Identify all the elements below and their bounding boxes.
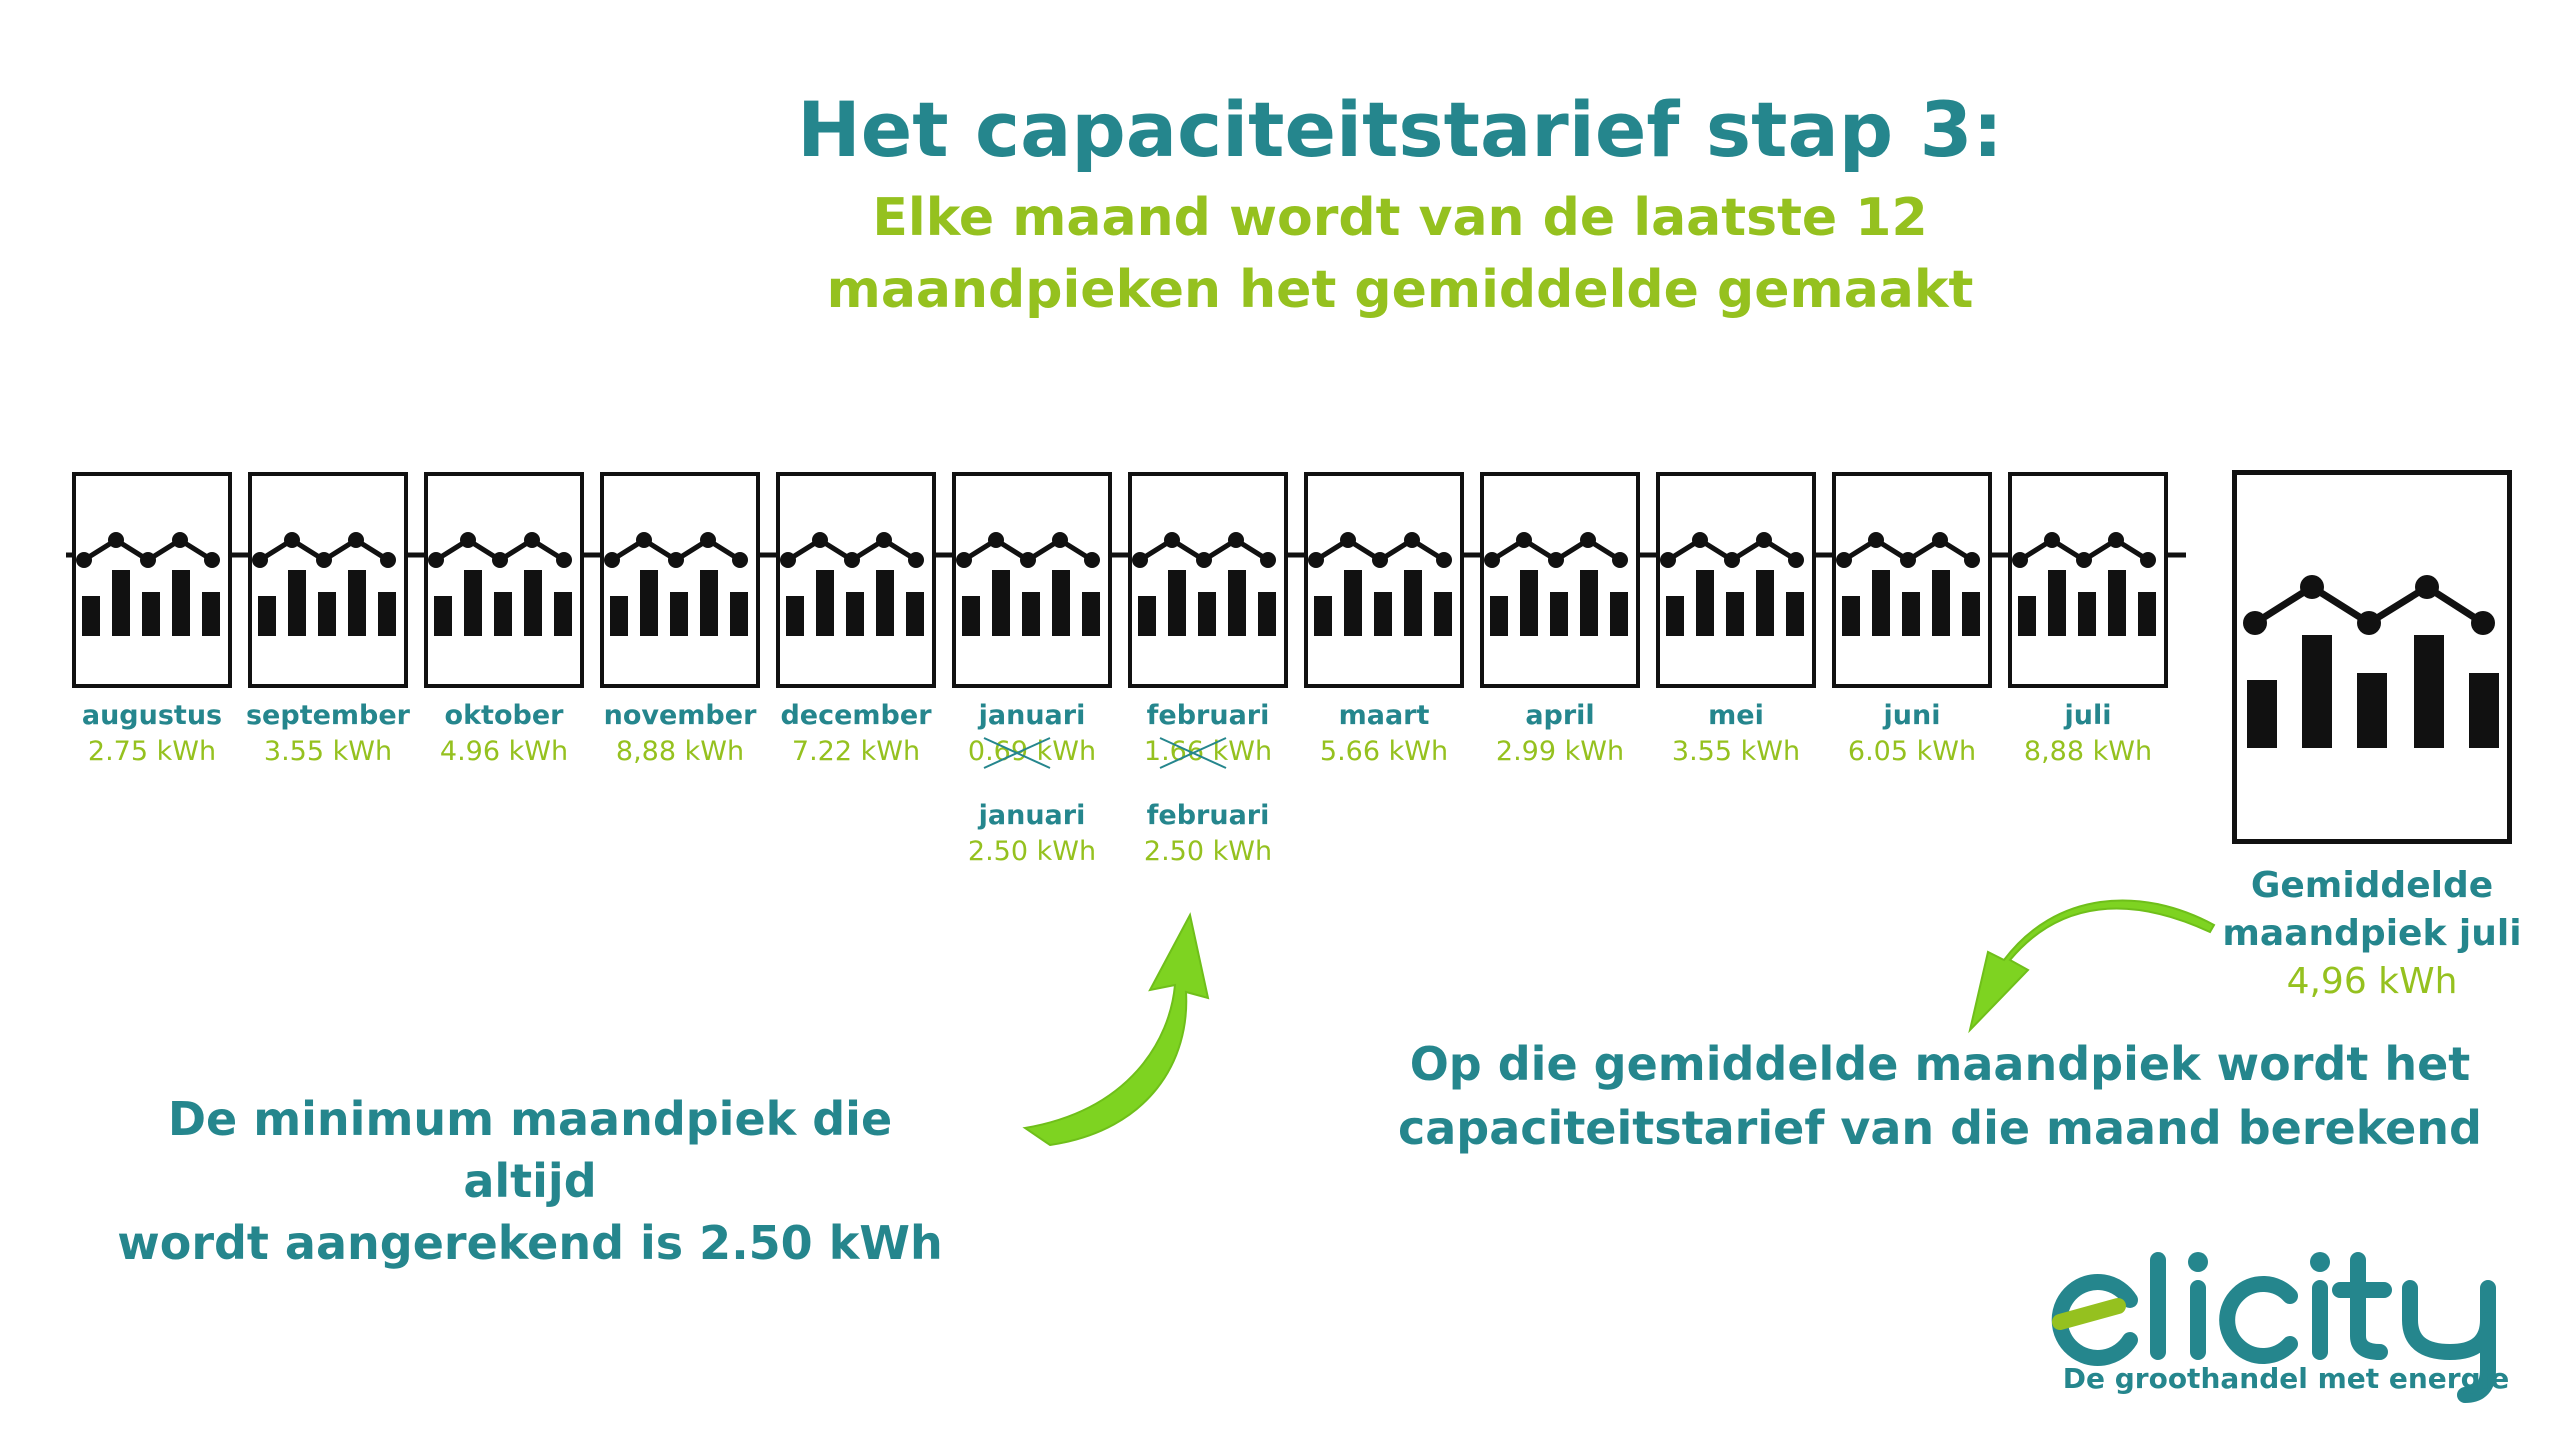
month-peak-value-text: 5.66 kWh: [1319, 736, 1449, 767]
chart-peak-icon: [780, 532, 924, 636]
month-peak-value: 3.55 kWh: [1636, 734, 1836, 770]
minimum-peak-note: De minimum maandpiek die altijd wordt aa…: [110, 1088, 950, 1274]
month-label: december 7.22 kWh: [756, 698, 956, 770]
month-peak-value: 4.96 kWh: [404, 734, 604, 770]
avg-note-line-1: Op die gemiddelde maandpiek wordt het: [1409, 1037, 2471, 1091]
month-peak-value-text: 3.55 kWh: [263, 736, 393, 767]
month-card: [1480, 472, 1640, 688]
month-card: [1832, 472, 1992, 688]
adjusted-month-label: februari 2.50 kWh: [1108, 798, 1308, 870]
adjusted-month-label: januari 2.50 kWh: [932, 798, 1132, 870]
month-card: [424, 472, 584, 688]
month-peak-value-text: 8,88 kWh: [615, 736, 745, 767]
chart-peak-icon: [956, 532, 1100, 636]
month-name: juni: [1883, 700, 1941, 731]
average-peak-note: Op die gemiddelde maandpiek wordt het ca…: [1390, 1032, 2490, 1160]
month-peak-value: 7.22 kWh: [756, 734, 956, 770]
month-peak-value: 3.55 kWh: [228, 734, 428, 770]
average-label-line-1: Gemiddelde: [2250, 865, 2494, 906]
chart-peak-icon: [2012, 532, 2156, 636]
month-peak-value-text: 3.55 kWh: [1671, 736, 1801, 767]
month-name: juli: [2064, 700, 2112, 731]
average-label-line-2: maandpiek juli: [2222, 913, 2522, 954]
month-peak-value: 6.05 kWh: [1812, 734, 2012, 770]
month-name: mei: [1708, 700, 1764, 731]
cross-out-mark: [1159, 737, 1227, 769]
adjusted-month-name: januari: [978, 800, 1086, 831]
month-card: [72, 472, 232, 688]
page-subtitle: Elke maand wordt van de laatste 12 maand…: [700, 182, 2100, 326]
subtitle-line-2: maandpieken het gemiddelde gemaakt: [826, 260, 1974, 320]
month-label: april 2.99 kWh: [1460, 698, 1660, 770]
month-label: maart 5.66 kWh: [1284, 698, 1484, 770]
month-name: november: [603, 700, 757, 731]
avg-note-line-2: capaciteitstarief van die maand berekend: [1398, 1101, 2482, 1155]
month-label: mei 3.55 kWh: [1636, 698, 1836, 770]
month-card: [600, 472, 760, 688]
month-peak-value-text: 2.75 kWh: [87, 736, 217, 767]
adjusted-month-name: februari: [1146, 800, 1270, 831]
chart-peak-icon: [76, 532, 220, 636]
elicity-logo: [2051, 1252, 2496, 1403]
month-card: [1304, 472, 1464, 688]
logo-tagline: De groothandel met energie: [2062, 1362, 2510, 1395]
month-label: augustus 2.75 kWh: [52, 698, 252, 770]
month-label: november 8,88 kWh: [580, 698, 780, 770]
month-peak-value: 1.66 kWh: [1108, 734, 1308, 770]
month-card: [952, 472, 1112, 688]
adjusted-month-value: 2.50 kWh: [1143, 836, 1273, 867]
month-card: [248, 472, 408, 688]
month-card: [776, 472, 936, 688]
average-value: 4,96 kWh: [2286, 961, 2458, 1002]
chart-peak-icon: [1660, 532, 1804, 636]
month-peak-value: 2.99 kWh: [1460, 734, 1660, 770]
month-card: [1128, 472, 1288, 688]
month-peak-value: 5.66 kWh: [1284, 734, 1484, 770]
chart-peak-icon: [2243, 575, 2499, 748]
cross-out-mark: [983, 737, 1051, 769]
month-name: januari: [978, 700, 1086, 731]
chart-peak-icon: [604, 532, 748, 636]
month-card: [1656, 472, 1816, 688]
chart-peak-icon: [428, 532, 572, 636]
month-peak-value-text: 7.22 kWh: [791, 736, 921, 767]
month-peak-value: 0.69 kWh: [932, 734, 1132, 770]
chart-peak-icon: [1308, 532, 1452, 636]
month-peak-value: 8,88 kWh: [580, 734, 780, 770]
month-label: oktober 4.96 kWh: [404, 698, 604, 770]
chart-peak-icon: [1484, 532, 1628, 636]
chart-peak-icon: [1836, 532, 1980, 636]
average-peak-card: [2232, 470, 2512, 844]
month-name: oktober: [444, 700, 564, 731]
min-note-line-1: De minimum maandpiek die altijd: [167, 1092, 893, 1208]
adjusted-month-value: 2.50 kWh: [967, 836, 1097, 867]
month-peak-value: 2.75 kWh: [52, 734, 252, 770]
month-name: december: [780, 700, 932, 731]
month-name: maart: [1338, 700, 1430, 731]
month-name: april: [1525, 700, 1595, 731]
month-peak-value: 8,88 kWh: [1988, 734, 2188, 770]
min-note-line-2: wordt aangerekend is 2.50 kWh: [117, 1216, 943, 1270]
month-name: september: [245, 700, 411, 731]
average-peak-label: Gemiddelde maandpiek juli 4,96 kWh: [2212, 862, 2532, 1006]
month-name: augustus: [81, 700, 223, 731]
chart-peak-icon: [252, 532, 396, 636]
month-peak-value-text: 4.96 kWh: [439, 736, 569, 767]
page-title: Het capaciteitstarief stap 3:: [797, 85, 2003, 174]
subtitle-line-1: Elke maand wordt van de laatste 12: [872, 188, 1928, 248]
curved-arrow-icon: [1968, 899, 2216, 1034]
month-name: februari: [1146, 700, 1270, 731]
month-card: [2008, 472, 2168, 688]
month-label: juni 6.05 kWh: [1812, 698, 2012, 770]
chart-peak-icon: [1132, 532, 1276, 636]
month-peak-value-text: 2.99 kWh: [1495, 736, 1625, 767]
month-peak-value-text: 8,88 kWh: [2023, 736, 2153, 767]
month-label: juli 8,88 kWh: [1988, 698, 2188, 770]
month-label: september 3.55 kWh: [228, 698, 428, 770]
curved-arrow-icon: [1022, 912, 1210, 1147]
month-peak-value-text: 6.05 kWh: [1847, 736, 1977, 767]
